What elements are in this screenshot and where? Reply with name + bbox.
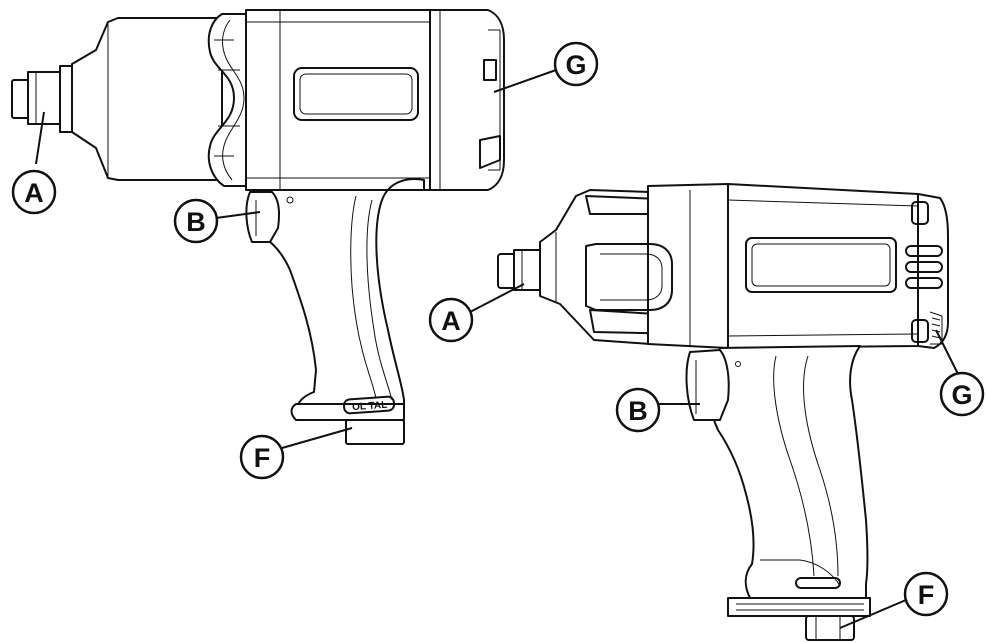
right-back-cap	[905, 193, 949, 349]
right-motor-housing	[727, 183, 919, 349]
left-motor-housing	[245, 9, 431, 191]
callout-f-left: F	[239, 427, 353, 480]
left-trigger	[245, 191, 281, 243]
left-rubber-boot	[207, 13, 251, 187]
callout-a-left-label: A	[24, 178, 44, 208]
right-anvil	[497, 249, 543, 291]
right-trigger	[685, 349, 730, 421]
callout-b-left-label: B	[186, 207, 206, 237]
left-back-cap	[429, 9, 505, 191]
left-impact-wrench: OL TAL	[11, 9, 505, 445]
callout-f-right: F	[839, 571, 949, 629]
left-handle-base: OL TAL	[290, 395, 405, 445]
callout-b-left: B	[173, 198, 261, 244]
callout-g-left: G	[493, 41, 599, 93]
right-handle	[709, 345, 869, 599]
callout-g-left-label: G	[565, 50, 586, 80]
callout-a-right: A	[428, 283, 525, 343]
callout-f-right-label: F	[918, 580, 935, 610]
right-handle-base	[727, 597, 871, 641]
right-impact-wrench	[497, 183, 949, 641]
right-rubber-boot	[585, 183, 729, 349]
callout-a-left: A	[11, 111, 57, 215]
left-handle	[258, 178, 425, 433]
callout-f-left-label: F	[254, 443, 271, 473]
callout-g-right: G	[935, 329, 985, 417]
left-nose-housing	[71, 17, 223, 181]
callout-g-right-label: G	[951, 380, 972, 410]
callout-b-right-label: B	[628, 396, 648, 426]
brand-logo: OL TAL	[352, 400, 388, 413]
callout-b-right: B	[615, 387, 700, 433]
left-anvil	[11, 65, 73, 133]
callout-a-right-label: A	[441, 306, 461, 336]
